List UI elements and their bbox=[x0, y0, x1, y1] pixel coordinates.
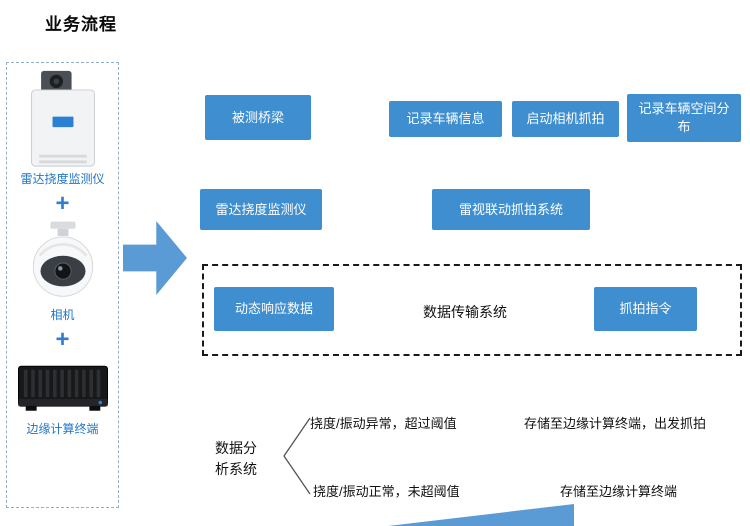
flow-box-dynamic-response-data: 动态响应数据 bbox=[214, 287, 334, 331]
device-radar-monitor: 雷达挠度监测仪 bbox=[20, 69, 106, 187]
device-panel: 雷达挠度监测仪 + 相机 + bbox=[6, 62, 119, 508]
bottom-decoration-triangle bbox=[388, 504, 574, 526]
device-label: 边缘计算终端 bbox=[26, 422, 99, 436]
page-title: 业务流程 bbox=[45, 15, 117, 34]
radar-monitor-icon bbox=[30, 70, 95, 167]
device-camera: 相机 bbox=[27, 221, 99, 323]
device-label: 雷达挠度监测仪 bbox=[20, 172, 105, 186]
branch-result-abnormal: 存储至边缘计算终端，出发抓拍 bbox=[524, 416, 707, 431]
flow-box-capture-command: 抓拍指令 bbox=[594, 287, 697, 331]
edge-terminal-icon bbox=[17, 365, 108, 411]
plus-icon: + bbox=[55, 190, 70, 217]
flow-arrow-icon bbox=[123, 221, 187, 295]
flow-box-bridge: 被测桥梁 bbox=[205, 95, 311, 140]
flow-box-vehicle-spatial-distribution: 记录车辆空间分 布 bbox=[627, 94, 741, 142]
flow-box-radar-monitor: 雷达挠度监测仪 bbox=[200, 189, 322, 230]
device-label: 相机 bbox=[50, 308, 75, 322]
branch-result-normal: 存储至边缘计算终端 bbox=[560, 484, 678, 499]
branch-brace-icon bbox=[283, 417, 311, 495]
analysis-system-label: 数据分 析系统 bbox=[215, 440, 257, 477]
flow-box-radar-vision-capture-system: 雷视联动抓拍系统 bbox=[432, 189, 590, 230]
flow-box-record-vehicle-info: 记录车辆信息 bbox=[389, 101, 502, 137]
branch-condition-normal: 挠度/振动正常，未超阈值 bbox=[313, 484, 460, 499]
transmission-group-box bbox=[202, 264, 742, 356]
plus-icon: + bbox=[55, 326, 70, 353]
branch-condition-abnormal: 挠度/振动异常，超过阈值 bbox=[310, 416, 457, 431]
flow-box-start-camera-capture: 启动相机抓拍 bbox=[512, 101, 619, 137]
transmission-system-label: 数据传输系统 bbox=[423, 304, 507, 320]
device-edge-terminal: 边缘计算终端 bbox=[13, 357, 113, 437]
dome-camera-icon bbox=[32, 221, 93, 297]
